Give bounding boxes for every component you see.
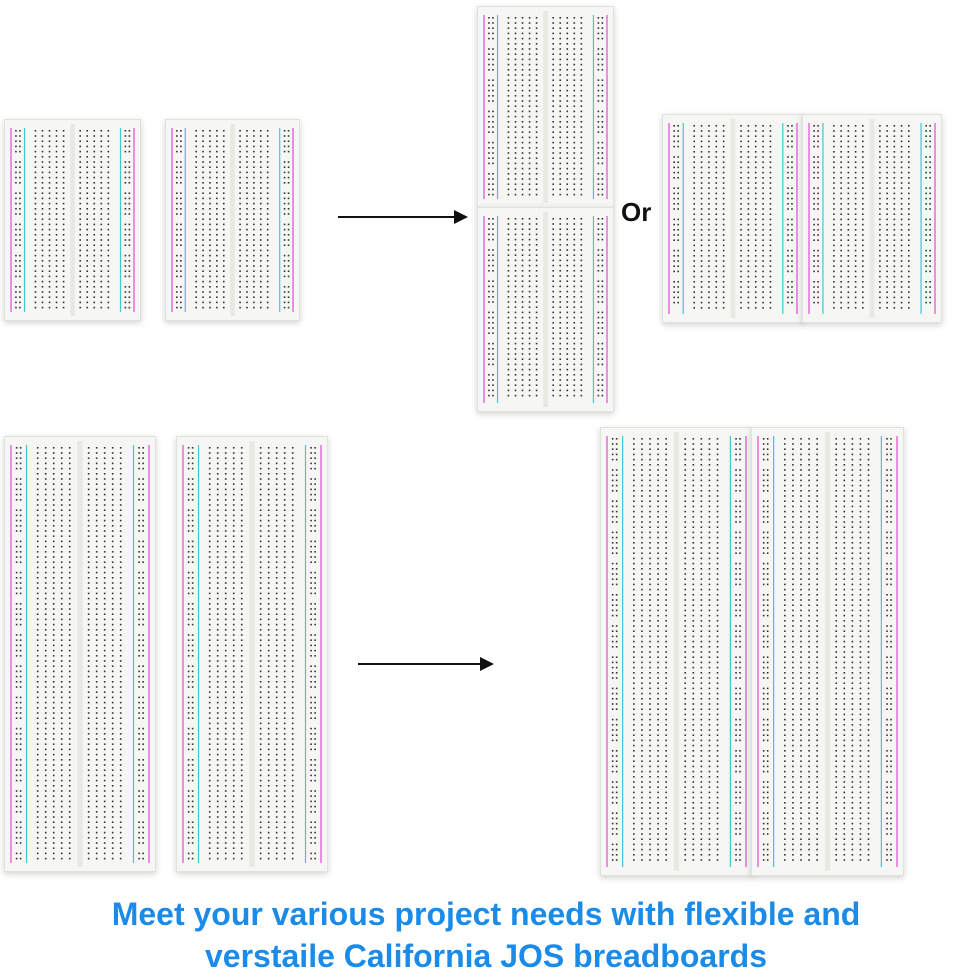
breadboard-graphic (182, 441, 322, 867)
stacked-breadboard-bottom (477, 207, 614, 412)
stacked-breadboard-top (477, 6, 614, 208)
full-breadboard-2 (176, 436, 328, 872)
full-breadboard-1 (4, 436, 156, 872)
caption: Meet your various project needs with fle… (0, 893, 972, 977)
caption-line-1: Meet your various project needs with fle… (111, 896, 861, 932)
breadboard-graphic (757, 432, 898, 871)
caption-line-2: verstaile California JOS breadboards (205, 938, 767, 974)
breadboard-graphic (10, 441, 150, 867)
joined-breadboard-left (662, 114, 804, 323)
breadboard-graphic (606, 432, 747, 871)
half-breadboard-2 (165, 119, 300, 321)
arrow-right-icon (338, 210, 468, 224)
breadboard-graphic (483, 212, 608, 407)
joined-full-breadboard-right (751, 427, 904, 876)
half-breadboard-1 (4, 119, 141, 321)
joined-full-breadboard-left (600, 427, 753, 876)
breadboard-graphic (483, 11, 608, 203)
joined-breadboard-right (802, 114, 942, 323)
or-label: Or (621, 197, 652, 227)
breadboard-graphic (171, 124, 294, 316)
breadboard-graphic (10, 124, 135, 316)
breadboard-graphic (808, 119, 936, 318)
breadboard-graphic (668, 119, 798, 318)
arrow-right-icon (358, 657, 494, 671)
